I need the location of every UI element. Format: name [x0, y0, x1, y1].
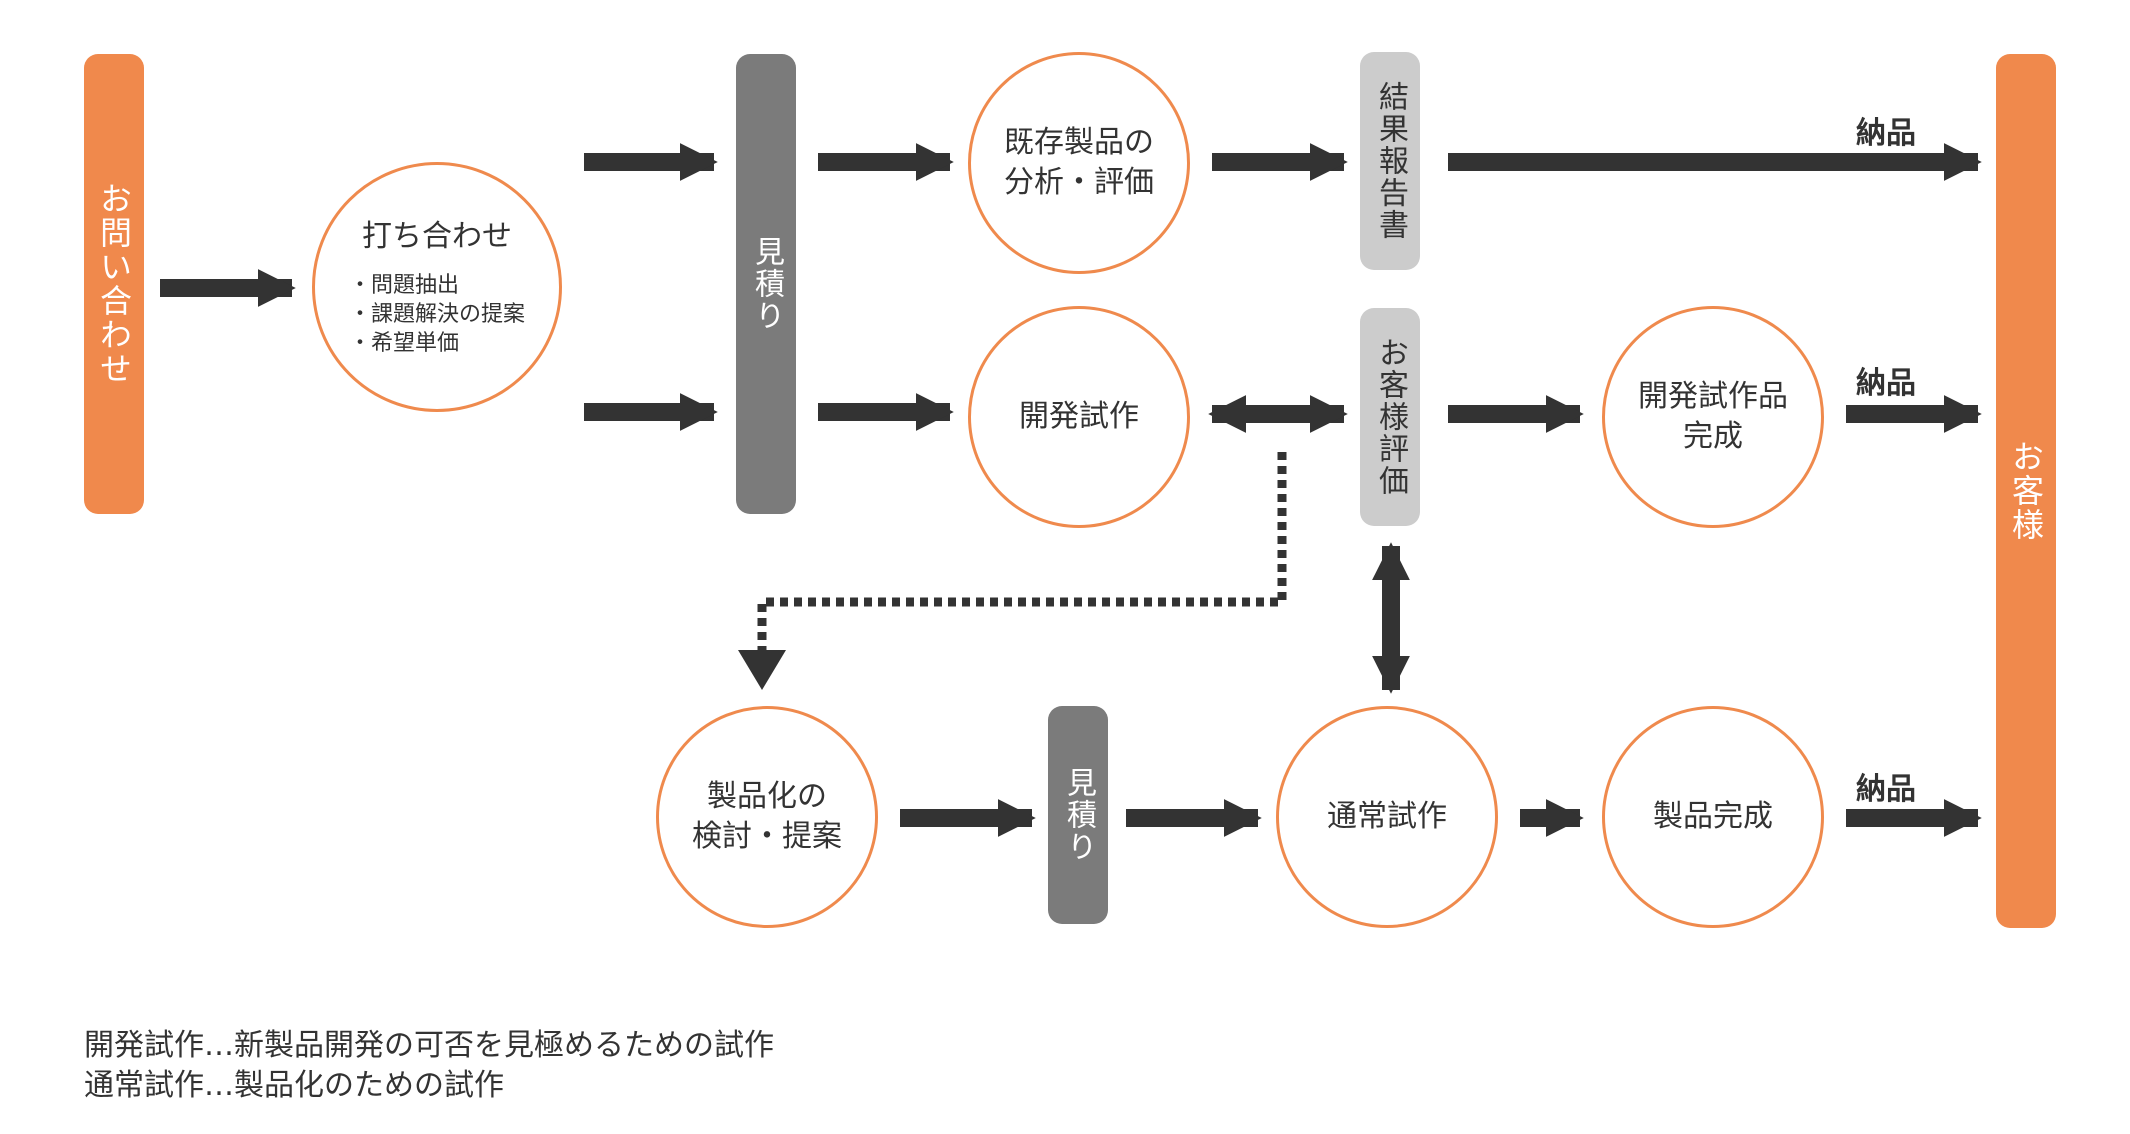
dev-proto-line: 開発試作: [1019, 399, 1139, 434]
dotted-connector: [757, 452, 1287, 652]
product-done-line: 製品完成: [1653, 799, 1773, 834]
productization-line: 検討・提案: [692, 819, 842, 854]
delivery-label-2: 納品: [1856, 366, 1916, 401]
analysis-line: 既存製品の: [1004, 125, 1154, 160]
result-report-label: 結果報告書: [1373, 81, 1408, 241]
dev-proto-done-line: 完成: [1683, 419, 1743, 454]
inquiry-bar: お問い合わせ: [84, 54, 144, 514]
customer-bar: お客様: [1996, 54, 2056, 928]
estimate-bar-bottom: 見積り: [1048, 706, 1108, 924]
meeting-bullet: ・希望単価: [348, 330, 459, 356]
meeting-node: 打ち合わせ ・問題抽出 ・課題解決の提案 ・希望単価: [312, 162, 562, 412]
dev-proto-node: 開発試作: [968, 306, 1190, 528]
dotted-connector-arrowhead: [738, 650, 786, 690]
customer-label: お客様: [2007, 440, 2045, 542]
dev-proto-done-title: 開発試作品 完成: [1638, 377, 1788, 457]
customer-eval-bar: お客様評価: [1360, 308, 1420, 526]
normal-proto-title: 通常試作: [1327, 797, 1447, 837]
customer-eval-label: お客様評価: [1373, 337, 1408, 497]
estimate-top-label: 見積り: [749, 236, 784, 332]
estimate-bottom-label: 見積り: [1061, 767, 1096, 863]
dev-proto-title: 開発試作: [1019, 397, 1139, 437]
analysis-node: 既存製品の 分析・評価: [968, 52, 1190, 274]
footnote-line: 開発試作…新製品開発の可否を見極めるための試作: [84, 1028, 774, 1063]
delivery-label-3: 納品: [1856, 772, 1916, 807]
estimate-bar-top: 見積り: [736, 54, 796, 514]
footnotes: 開発試作…新製品開発の可否を見極めるための試作 通常試作…製品化のための試作: [84, 1026, 774, 1106]
analysis-line: 分析・評価: [1004, 165, 1154, 200]
meeting-bullets: ・問題抽出 ・課題解決の提案 ・希望単価: [349, 271, 525, 358]
productization-node: 製品化の 検討・提案: [656, 706, 878, 928]
product-done-title: 製品完成: [1653, 797, 1773, 837]
delivery-label-1: 納品: [1856, 116, 1916, 151]
dev-proto-done-node: 開発試作品 完成: [1602, 306, 1824, 528]
meeting-title: 打ち合わせ: [362, 218, 512, 254]
footnote-line: 通常試作…製品化のための試作: [84, 1068, 504, 1103]
dev-proto-done-line: 開発試作品: [1638, 379, 1788, 414]
inquiry-label: お問い合わせ: [95, 182, 133, 386]
productization-line: 製品化の: [707, 779, 827, 814]
normal-proto-line: 通常試作: [1327, 799, 1447, 834]
normal-proto-node: 通常試作: [1276, 706, 1498, 928]
meeting-bullet: ・問題抽出: [348, 272, 459, 298]
meeting-bullet: ・課題解決の提案: [348, 301, 525, 327]
productization-title: 製品化の 検討・提案: [692, 777, 842, 857]
result-report-bar: 結果報告書: [1360, 52, 1420, 270]
analysis-title: 既存製品の 分析・評価: [1004, 123, 1154, 203]
product-done-node: 製品完成: [1602, 706, 1824, 928]
